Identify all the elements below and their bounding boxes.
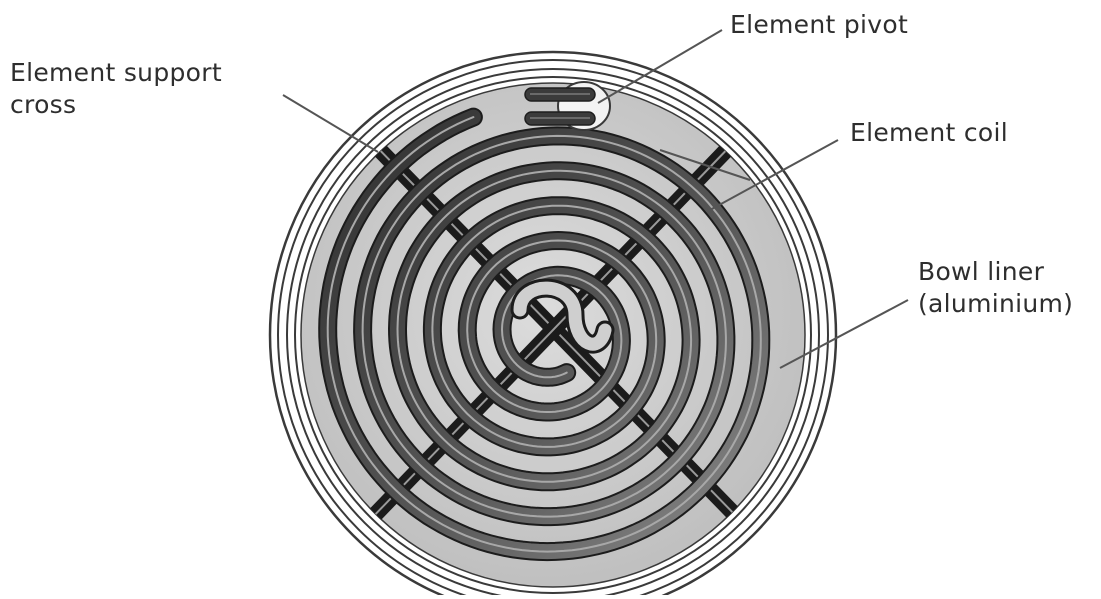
label-element-support-cross: Element support cross xyxy=(10,57,222,121)
label-element-support-cross-line2: cross xyxy=(10,90,77,119)
leader-support-cross xyxy=(282,94,379,153)
leader-lines xyxy=(282,29,909,369)
label-element-support-cross-line1: Element support xyxy=(10,58,222,87)
label-element-pivot-text: Element pivot xyxy=(730,10,909,39)
leader-bowl-liner xyxy=(779,299,909,369)
leader-element-coil xyxy=(709,139,839,211)
label-element-pivot: Element pivot xyxy=(730,9,908,41)
label-bowl-liner-line2: (aluminium) xyxy=(918,289,1074,318)
element-coil-spiral xyxy=(318,107,771,562)
label-bowl-liner: Bowl liner (aluminium) xyxy=(918,256,1073,320)
element-pivot xyxy=(524,81,611,131)
coil-highlight xyxy=(326,116,762,553)
label-element-coil-text: Element coil xyxy=(850,118,1008,147)
label-element-coil: Element coil xyxy=(850,117,1008,149)
leader-coil-start xyxy=(659,149,751,181)
coil-centre-loop xyxy=(513,281,612,351)
leader-element-pivot xyxy=(597,29,723,104)
label-bowl-liner-line1: Bowl liner xyxy=(918,257,1045,286)
